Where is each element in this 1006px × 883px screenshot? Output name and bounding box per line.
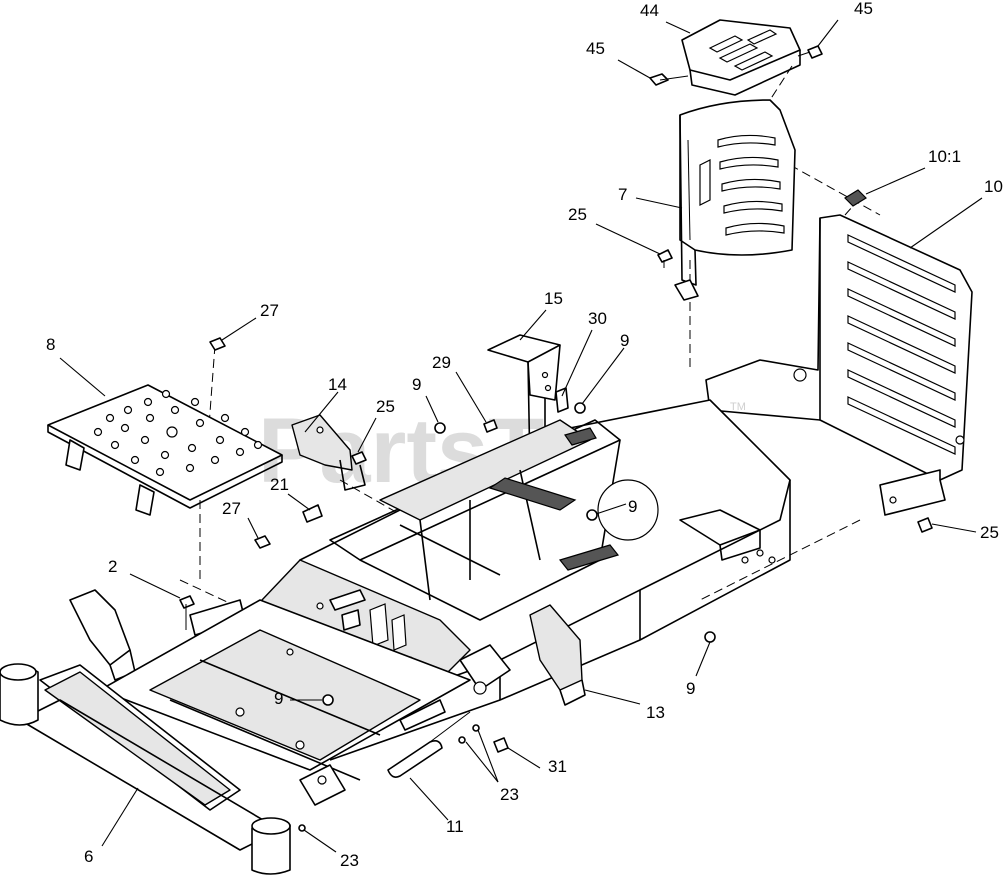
callout-label-18: 21 [270,475,289,494]
part-8-floor-plate[interactable] [47,384,283,516]
part-25-bolt-shield[interactable] [657,249,673,268]
callout-label-23: 9 [686,679,695,698]
part-23-pin-a[interactable] [458,736,466,744]
part-9-nut-lower-left[interactable] [322,694,334,706]
part-9-nut-lower-right[interactable] [704,631,716,643]
callout-leader-lines [59,19,983,853]
callout-label-3: 10:1 [928,147,961,166]
callout-label-24: 31 [548,757,567,776]
callout-label-22: 13 [646,703,665,722]
callout-label-17: 25 [980,523,999,542]
part-2-bolt[interactable] [179,595,195,630]
part-9-nut-deck[interactable] [586,509,598,521]
part-9-nut-center[interactable] [434,422,446,434]
callout-label-0: 44 [640,1,659,20]
part-27-bolt-lower[interactable] [254,535,271,549]
watermark-trademark: TM [730,401,746,413]
part-7-curved-shield[interactable] [674,99,796,301]
callout-label-6: 25 [568,205,587,224]
part-44-top-cover[interactable] [681,19,801,96]
callout-label-14: 14 [328,375,347,394]
part-25-bolt-guard[interactable] [351,451,367,465]
floor-plate-holes [93,389,263,477]
main-frame[interactable] [0,399,791,875]
callout-label-25: 23 [500,785,519,804]
callout-label-5: 7 [618,185,627,204]
part-25-bolt-seat[interactable] [917,517,933,533]
callout-label-11: 8 [46,335,55,354]
part-9-nut-upper-right[interactable] [574,402,586,414]
part-23-pin-b[interactable] [472,724,480,732]
callout-label-7: 15 [544,289,563,308]
callout-label-19: 27 [222,499,241,518]
callout-label-1: 45 [854,0,873,18]
part-31-bolt[interactable] [493,737,509,753]
callout-label-9: 9 [620,331,629,350]
callout-label-27: 6 [84,847,93,866]
callout-label-16: 9 [628,497,637,516]
part-21-clip[interactable] [302,504,323,523]
part-45-bolt-right[interactable] [797,45,823,59]
part-30-clip[interactable] [555,387,569,413]
callout-label-21: 9 [274,689,283,708]
callout-label-12: 29 [432,353,451,372]
callout-label-8: 30 [588,309,607,328]
callout-label-26: 11 [446,817,464,836]
part-10-1-decal[interactable] [844,189,867,207]
part-23-pin-c[interactable] [298,824,306,832]
part-29-bolt[interactable] [483,419,498,433]
callout-label-4: 10 [984,177,1003,196]
callout-label-15: 25 [376,397,395,416]
part-11-roller[interactable] [387,711,471,778]
callout-label-13: 9 [412,375,421,394]
callout-label-20: 2 [108,557,117,576]
part-45-bolt-left[interactable] [649,73,689,86]
callout-label-28: 23 [340,851,359,870]
part-27-bolt-top[interactable] [209,337,226,351]
part-13-side-bracket[interactable] [529,604,586,706]
callout-label-2: 45 [586,39,605,58]
part-10-seat-panel[interactable] [705,214,973,516]
callout-label-10: 27 [260,301,279,320]
